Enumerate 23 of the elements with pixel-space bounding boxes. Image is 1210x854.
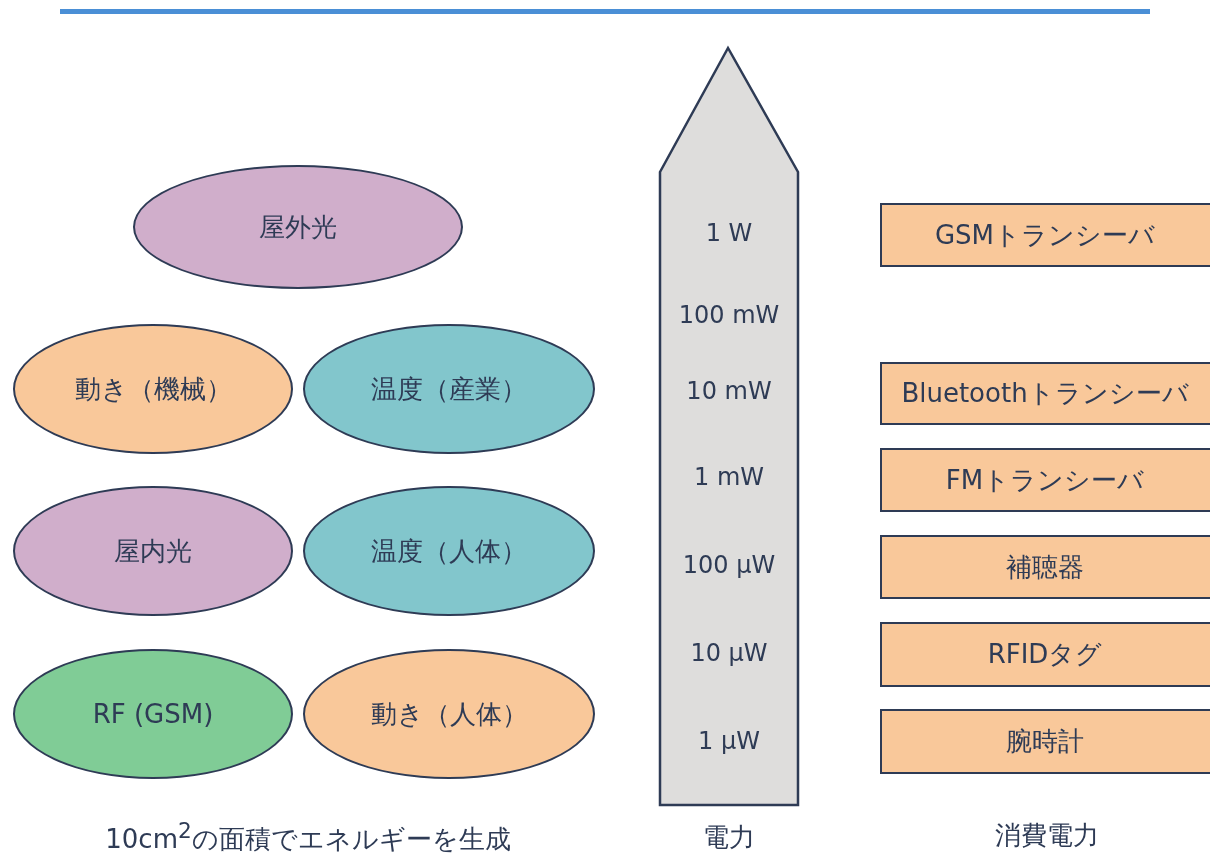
scale-label: 1 mW — [693, 463, 765, 491]
scale-label: 10 µW — [689, 639, 769, 667]
scale-label: 1 W — [704, 219, 754, 247]
scale-label: 100 µW — [681, 551, 777, 579]
device-box: Bluetoothトランシーバ — [880, 362, 1210, 425]
scale-label: 1 µW — [697, 727, 761, 755]
source-ellipse: 温度（産業） — [303, 324, 595, 454]
source-ellipse: RF (GSM) — [13, 649, 293, 779]
device-box: RFIDタグ — [880, 622, 1210, 687]
device-box: GSMトランシーバ — [880, 203, 1210, 267]
source-ellipse: 屋内光 — [13, 486, 293, 616]
device-box: FMトランシーバ — [880, 448, 1210, 512]
column-caption: 消費電力 — [994, 819, 1100, 852]
source-ellipse: 屋外光 — [133, 165, 463, 289]
axis-caption: 電力 — [702, 821, 756, 854]
source-ellipse: 温度（人体） — [303, 486, 595, 616]
device-box: 補聴器 — [880, 535, 1210, 599]
source-ellipse: 動き（機械） — [13, 324, 293, 454]
device-box: 腕時計 — [880, 709, 1210, 774]
scale-label: 100 mW — [677, 301, 781, 329]
column-caption: 10cm$^{2}$の面積でエネルギーを生成 — [104, 818, 512, 854]
source-ellipse: 動き（人体） — [303, 649, 595, 779]
scale-label: 10 mW — [685, 377, 773, 405]
